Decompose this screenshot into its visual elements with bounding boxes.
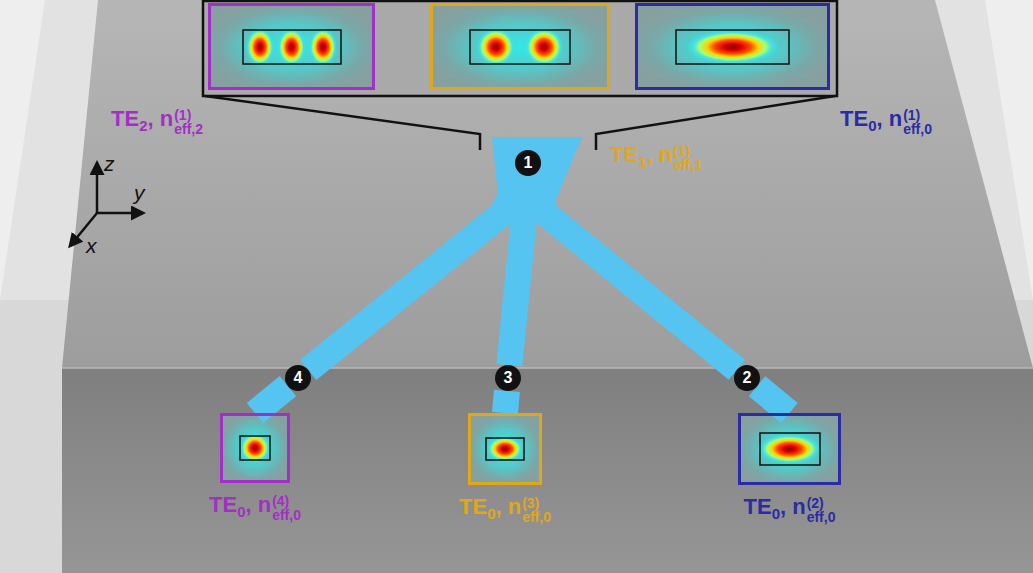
mode-label-text: TE <box>111 106 139 131</box>
mode-label-text: TE <box>840 106 868 131</box>
mode-label-text: , n <box>246 492 272 517</box>
waveguide-core <box>243 30 341 64</box>
axis-arrow <box>96 163 99 213</box>
callout-circle: 4 <box>285 365 311 391</box>
te2-field <box>208 3 375 90</box>
mode-label-text: , n <box>646 142 672 167</box>
mode-profile-inset: TE0, n(4)eff,0 <box>220 413 290 483</box>
mode-label-text: TE <box>610 142 638 167</box>
mode-label-text: 0 <box>868 117 876 134</box>
mode-label: TE0, n(3)eff,0 <box>459 494 551 524</box>
field-halo <box>738 413 841 485</box>
index-stack: (2)eff,0 <box>807 496 836 524</box>
mode-label: TE0, n(1)eff,0 <box>840 106 932 136</box>
mode-label-text: 0 <box>237 503 245 520</box>
field-lobe <box>278 28 306 66</box>
field-halo <box>220 413 290 483</box>
callout-number: 1 <box>524 154 533 172</box>
substrate-front-face <box>62 368 1033 573</box>
mode-label: TE2, n(1)eff,2 <box>111 106 203 136</box>
mode-label-text: eff,0 <box>522 510 551 524</box>
te0-field <box>635 3 830 90</box>
waveguide-branch <box>532 175 737 370</box>
index-stack: (1)eff,1 <box>673 144 702 172</box>
field-lobe <box>525 28 563 66</box>
output-field <box>468 413 542 485</box>
zoom-bracket <box>205 96 835 150</box>
field-halo <box>635 3 830 90</box>
mode-label: TE0, n(4)eff,0 <box>209 492 301 522</box>
mode-label: TE1, n(1)eff,1 <box>610 142 702 172</box>
mode-profile-inset: TE0, n(3)eff,0 <box>468 413 542 485</box>
mode-label-text: 1 <box>638 153 646 170</box>
mode-label-text: (1) <box>673 144 702 158</box>
mode-label-text: 0 <box>772 505 780 522</box>
mode-label-text: (2) <box>807 496 836 510</box>
output-field <box>738 413 841 485</box>
index-stack: (1)eff,0 <box>903 108 932 136</box>
axis-label: z <box>104 152 115 175</box>
mode-label-text: 0 <box>487 505 495 522</box>
mode-label-text: eff,0 <box>272 508 301 522</box>
mode-label-text: eff,2 <box>174 122 203 136</box>
index-stack: (3)eff,0 <box>522 496 551 524</box>
mode-profile-inset: TE0, n(2)eff,0 <box>738 413 841 485</box>
index-stack: (4)eff,0 <box>272 494 301 522</box>
waveguide-branch <box>757 386 789 413</box>
mode-label-text: (3) <box>522 496 551 510</box>
mode-profile-inset: TE2, n(1)eff,2 <box>208 3 375 90</box>
mode-label-text: , n <box>496 494 522 519</box>
waveguide-branch <box>308 175 522 370</box>
field-lobe <box>246 28 274 66</box>
field-lobe <box>240 433 270 463</box>
callout-number: 4 <box>294 369 303 387</box>
mode-label-text: eff,0 <box>807 510 836 524</box>
te1-field <box>430 3 610 90</box>
waveguide-core <box>676 30 789 64</box>
mode-label-text: TE <box>744 494 772 519</box>
callout-circle: 1 <box>515 150 541 176</box>
field-lobe <box>477 28 515 66</box>
callout-circle: 3 <box>495 365 521 391</box>
mode-profile-inset: TE1, n(1)eff,1 <box>430 3 610 90</box>
index-stack: (1)eff,2 <box>174 108 203 136</box>
field-halo <box>430 3 610 90</box>
axis-label: y <box>134 181 145 204</box>
mode-label-text: , n <box>876 106 902 131</box>
waveguide-core <box>470 30 570 64</box>
axis-arrow <box>97 212 143 215</box>
callout-number: 2 <box>743 369 752 387</box>
mode-label-text: 2 <box>139 117 147 134</box>
field-lobe <box>487 436 523 462</box>
mode-label-text: eff,1 <box>673 158 702 172</box>
waveguide-core <box>486 438 524 460</box>
substrate-edge <box>62 367 1033 369</box>
callout-number: 3 <box>504 369 513 387</box>
field-lobe <box>309 28 337 66</box>
waveguide-core <box>240 436 270 460</box>
mode-label-text: (4) <box>272 494 301 508</box>
mode-profile-inset: TE0, n(1)eff,0 <box>635 3 830 90</box>
mode-label-text: (1) <box>174 108 203 122</box>
axis-label: x <box>86 234 97 257</box>
waveguide-branch <box>505 391 507 413</box>
mode-label-text: TE <box>209 492 237 517</box>
mode-label-text: TE <box>459 494 487 519</box>
field-halo <box>208 3 375 90</box>
field-lobe <box>759 434 821 464</box>
mode-label: TE0, n(2)eff,0 <box>744 494 836 524</box>
mode-label-text: eff,0 <box>903 122 932 136</box>
output-field <box>220 413 290 483</box>
field-lobe <box>687 30 779 64</box>
waveguide-branch <box>255 386 288 413</box>
mode-label-text: , n <box>148 106 174 131</box>
callout-circle: 2 <box>734 365 760 391</box>
mode-label-text: (1) <box>903 108 932 122</box>
mode-label-text: , n <box>780 494 806 519</box>
field-halo <box>468 413 542 485</box>
waveguide-core <box>760 433 820 465</box>
